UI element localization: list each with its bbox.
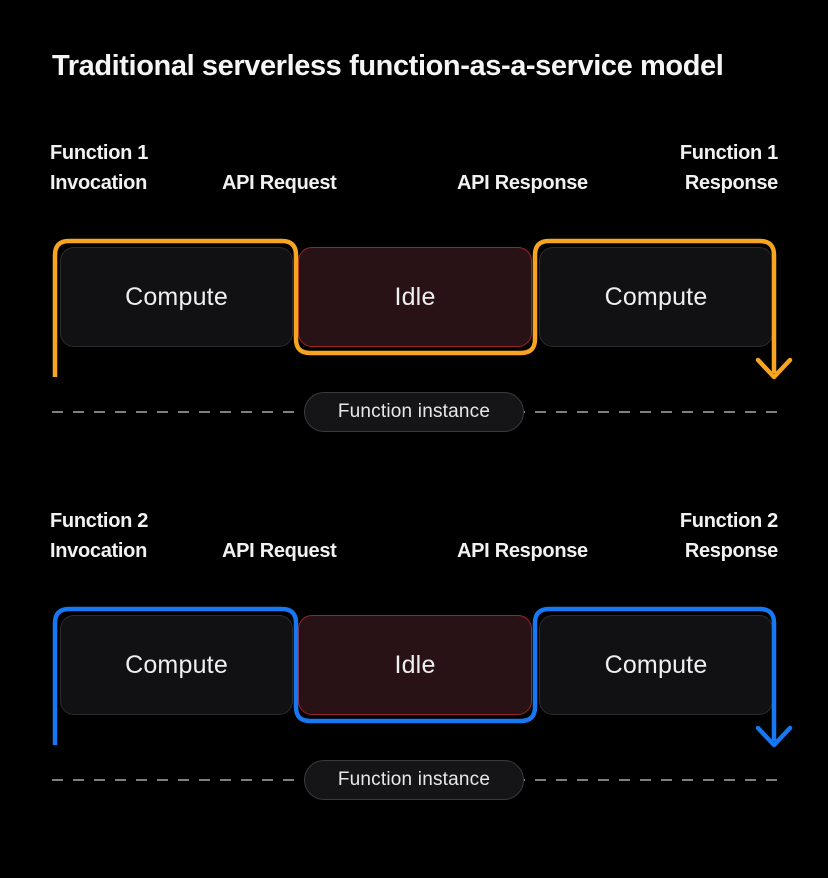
idle-box-label: Idle: [394, 282, 436, 311]
label-line: Function 2: [679, 510, 778, 532]
label-line: Function 1: [50, 142, 149, 164]
label-line: Function 1: [679, 142, 778, 164]
compute-box-label: Compute: [125, 282, 228, 311]
api-response-label: API Response: [457, 540, 588, 562]
function-1-invocation-label: Function 1 Invocation: [50, 138, 148, 198]
function-instance-pill-label: Function instance: [337, 401, 491, 422]
function-1-response-label: Function 1 Response: [680, 138, 778, 198]
compute-box-1: Compute: [60, 615, 293, 715]
api-request-label: API Request: [222, 540, 337, 562]
function-instance-pill-label: Function instance: [337, 769, 491, 790]
idle-box: Idle: [298, 247, 532, 347]
label-line: Invocation: [50, 540, 148, 562]
function-instance-pill: Function instance: [304, 392, 524, 432]
function-2-invocation-label: Function 2 Invocation: [50, 506, 148, 566]
label-line: Invocation: [50, 172, 148, 194]
compute-box-label: Compute: [604, 650, 708, 679]
idle-box: Idle: [298, 615, 532, 715]
api-request-label: API Request: [222, 172, 337, 194]
label-line: Response: [684, 540, 778, 562]
function-1-section: Function 1 Invocation API Request API Re…: [0, 130, 828, 450]
function-2-section: Function 2 Invocation API Request API Re…: [0, 498, 828, 818]
label-line: Function 2: [50, 510, 149, 532]
compute-box-2: Compute: [539, 615, 773, 715]
function-instance-pill: Function instance: [304, 760, 524, 800]
diagram-title: Traditional serverless function-as-a-ser…: [52, 50, 724, 82]
function-2-response-label: Function 2 Response: [680, 506, 778, 566]
api-response-label: API Response: [457, 172, 588, 194]
label-line: Response: [684, 172, 778, 194]
compute-box-label: Compute: [125, 650, 228, 679]
compute-box-label: Compute: [604, 282, 708, 311]
compute-box-1: Compute: [60, 247, 293, 347]
arrowhead-icon: [755, 357, 793, 380]
compute-box-2: Compute: [539, 247, 773, 347]
idle-box-label: Idle: [394, 650, 436, 679]
arrowhead-icon: [755, 725, 793, 748]
